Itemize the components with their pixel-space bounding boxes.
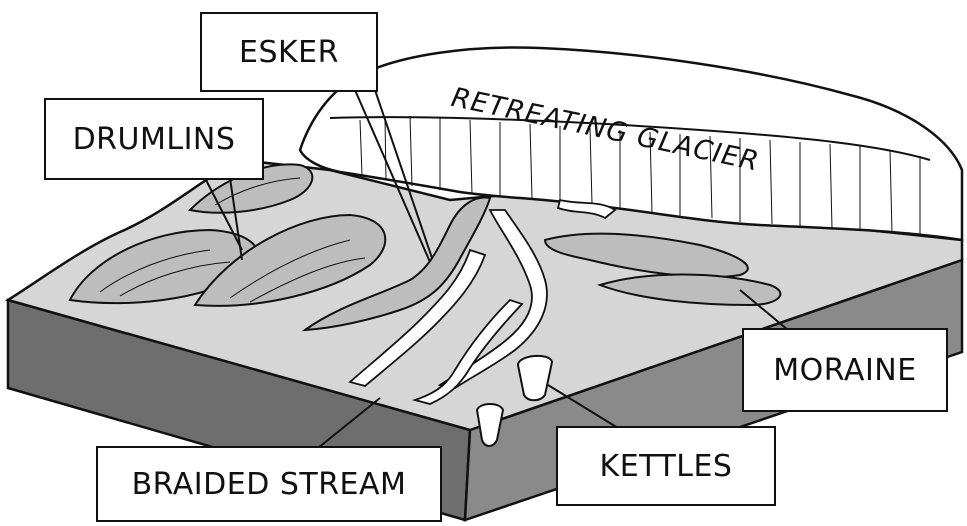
moraine-label: MORAINE	[742, 328, 948, 412]
drumlins-label: DRUMLINS	[44, 98, 264, 180]
kettles-label: KETTLES	[556, 426, 776, 506]
esker-label: ESKER	[200, 12, 378, 92]
braided-stream-label: BRAIDED STREAM	[96, 446, 442, 522]
